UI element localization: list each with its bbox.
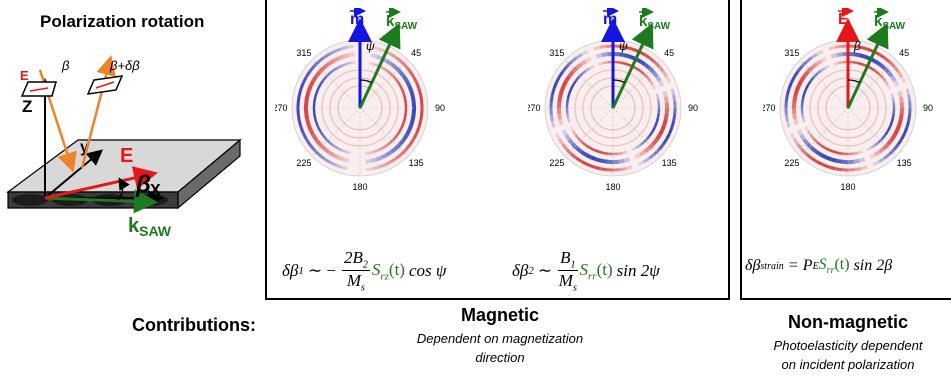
ksaw-arrow [44,189,158,214]
polar-tick-label-45: 45 [664,48,674,58]
polar-tick-label-45: 45 [411,48,421,58]
polar-plot-3: 04590135180225270315EkSAWβ [763,8,933,192]
vector-label: m [603,11,617,28]
e-surface-arrow [44,166,158,200]
big-beta-label: β [135,171,151,198]
panel-title: Polarization rotation [40,12,205,31]
polar-tick-label-135: 135 [409,158,424,168]
incident-e-label: E [20,68,29,83]
ksaw-vector-label: kSAW [874,13,906,32]
ring-pattern [304,52,416,164]
angle-arc [847,79,861,84]
ksaw-vector-arrow [611,22,654,109]
polar-plot-1: 04590135180225270315mkSAWψ [275,8,445,192]
ring-pattern [557,52,669,164]
vector-label: E [838,11,849,28]
angle-label: ψ [619,39,628,53]
ring-pattern [565,60,661,156]
beta-delta-label: β+δβ [109,58,140,73]
polar-tick-label-270: 270 [528,103,541,113]
ksaw-vector-arrow [358,22,401,109]
angle-label: ψ [366,39,375,53]
polar-tick-label-90: 90 [923,103,933,113]
magnetic-box [265,0,730,300]
beta-label: β [61,58,70,73]
magnetic-title: Magnetic [460,305,539,325]
z-axis-label: Z [22,97,32,116]
polar-tick-label-180: 180 [840,182,855,192]
contributions-label: Contributions: [132,315,256,335]
polar-tick-label-90: 90 [688,103,698,113]
angle-arc [359,79,373,84]
polar-tick-label-270: 270 [275,103,288,113]
beta-angle-arc [117,177,130,201]
ring-pattern [312,61,408,155]
polar-tick-label-315: 315 [784,48,799,58]
polar-tick-label-315: 315 [296,48,311,58]
non-magnetic-description: Photoelasticity dependent on incident po… [773,338,923,372]
polarization-schematic: Z y X E β E β β+δβ kSAW [6,55,242,239]
y-axis [44,149,104,199]
x-axis-label: X [150,182,161,199]
non-magnetic-box [740,0,951,300]
polar-plot-2: 04590135180225270315mkSAWψ [528,8,698,192]
polar-tick-label-180: 180 [352,182,367,192]
polar-tick-label-225: 225 [784,158,799,168]
magnetic-description: Dependent on magnetization direction [416,331,584,365]
ksaw-label: kSAW [128,215,172,239]
polar-tick-label-180: 180 [605,182,620,192]
vector-label: m [350,11,364,28]
polar-tick-label-225: 225 [296,158,311,168]
polar-tick-label-315: 315 [549,48,564,58]
angle-arc [612,79,626,84]
e-surface-label: E [120,145,133,167]
non-magnetic-title: Non-magnetic [787,312,908,332]
polar-tick-label-270: 270 [763,103,776,113]
polar-tick-label-135: 135 [897,158,912,168]
polar-tick-label-90: 90 [435,103,445,113]
polar-tick-label-135: 135 [662,158,677,168]
ring-pattern [800,60,896,156]
ksaw-vector-label: kSAW [639,13,671,32]
angle-label: β [853,39,861,53]
polar-tick-label-225: 225 [549,158,564,168]
ksaw-vector-label: kSAW [386,13,418,32]
y-axis-label: y [80,139,89,156]
ksaw-vector-arrow [846,22,889,109]
polar-tick-label-45: 45 [899,48,909,58]
